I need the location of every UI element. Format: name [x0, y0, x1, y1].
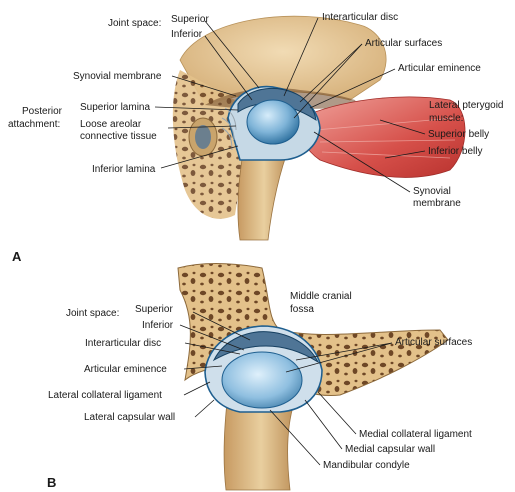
- label-articular-eminence-a: Articular eminence: [398, 63, 481, 74]
- label-lateral-pterygoid-1: Lateral pterygoid: [429, 100, 504, 111]
- label-superior-a: Superior: [171, 14, 209, 25]
- label-superior-belly: Superior belly: [428, 129, 489, 140]
- label-lateral-pterygoid-2: muscle:: [429, 113, 463, 124]
- label-interarticular-disc-a: Interarticular disc: [322, 12, 398, 23]
- label-mandibular-condyle: Mandibular condyle: [323, 460, 410, 471]
- label-middle-cranial-1: Middle cranial: [290, 291, 352, 302]
- label-inferior-lamina: Inferior lamina: [92, 164, 156, 175]
- label-lateral-collateral-ligament: Lateral collateral ligament: [48, 390, 162, 401]
- label-joint-space-a: Joint space:: [108, 18, 161, 29]
- label-loose-areolar-2: connective tissue: [80, 131, 157, 142]
- label-medial-capsular-wall: Medial capsular wall: [345, 444, 435, 455]
- label-articular-surfaces-a: Articular surfaces: [365, 38, 442, 49]
- label-inferior-b: Inferior: [142, 320, 174, 331]
- label-synovial-membrane-a-left: Synovial membrane: [73, 71, 162, 82]
- label-loose-areolar-1: Loose areolar: [80, 119, 142, 130]
- label-inferior-a: Inferior: [171, 29, 203, 40]
- label-synovial-membrane-a-right-1: Synovial: [413, 186, 451, 197]
- label-synovial-membrane-a-right-2: membrane: [413, 198, 461, 209]
- label-superior-lamina: Superior lamina: [80, 102, 150, 113]
- label-posterior-attachment-1: Posterior: [22, 106, 63, 117]
- panel-a-letter: A: [12, 249, 22, 264]
- label-superior-b: Superior: [135, 304, 173, 315]
- label-lateral-capsular-wall: Lateral capsular wall: [84, 412, 175, 423]
- label-medial-collateral-ligament: Medial collateral ligament: [359, 429, 472, 440]
- label-middle-cranial-2: fossa: [290, 304, 314, 315]
- label-interarticular-disc-b: Interarticular disc: [85, 338, 161, 349]
- label-articular-surfaces-b: Articular surfaces: [395, 337, 472, 348]
- label-joint-space-b: Joint space:: [66, 308, 119, 319]
- label-posterior-attachment-2: attachment:: [8, 119, 60, 130]
- panel-b-letter: B: [47, 475, 56, 490]
- label-articular-eminence-b: Articular eminence: [84, 364, 167, 375]
- label-inferior-belly: Inferior belly: [428, 146, 482, 157]
